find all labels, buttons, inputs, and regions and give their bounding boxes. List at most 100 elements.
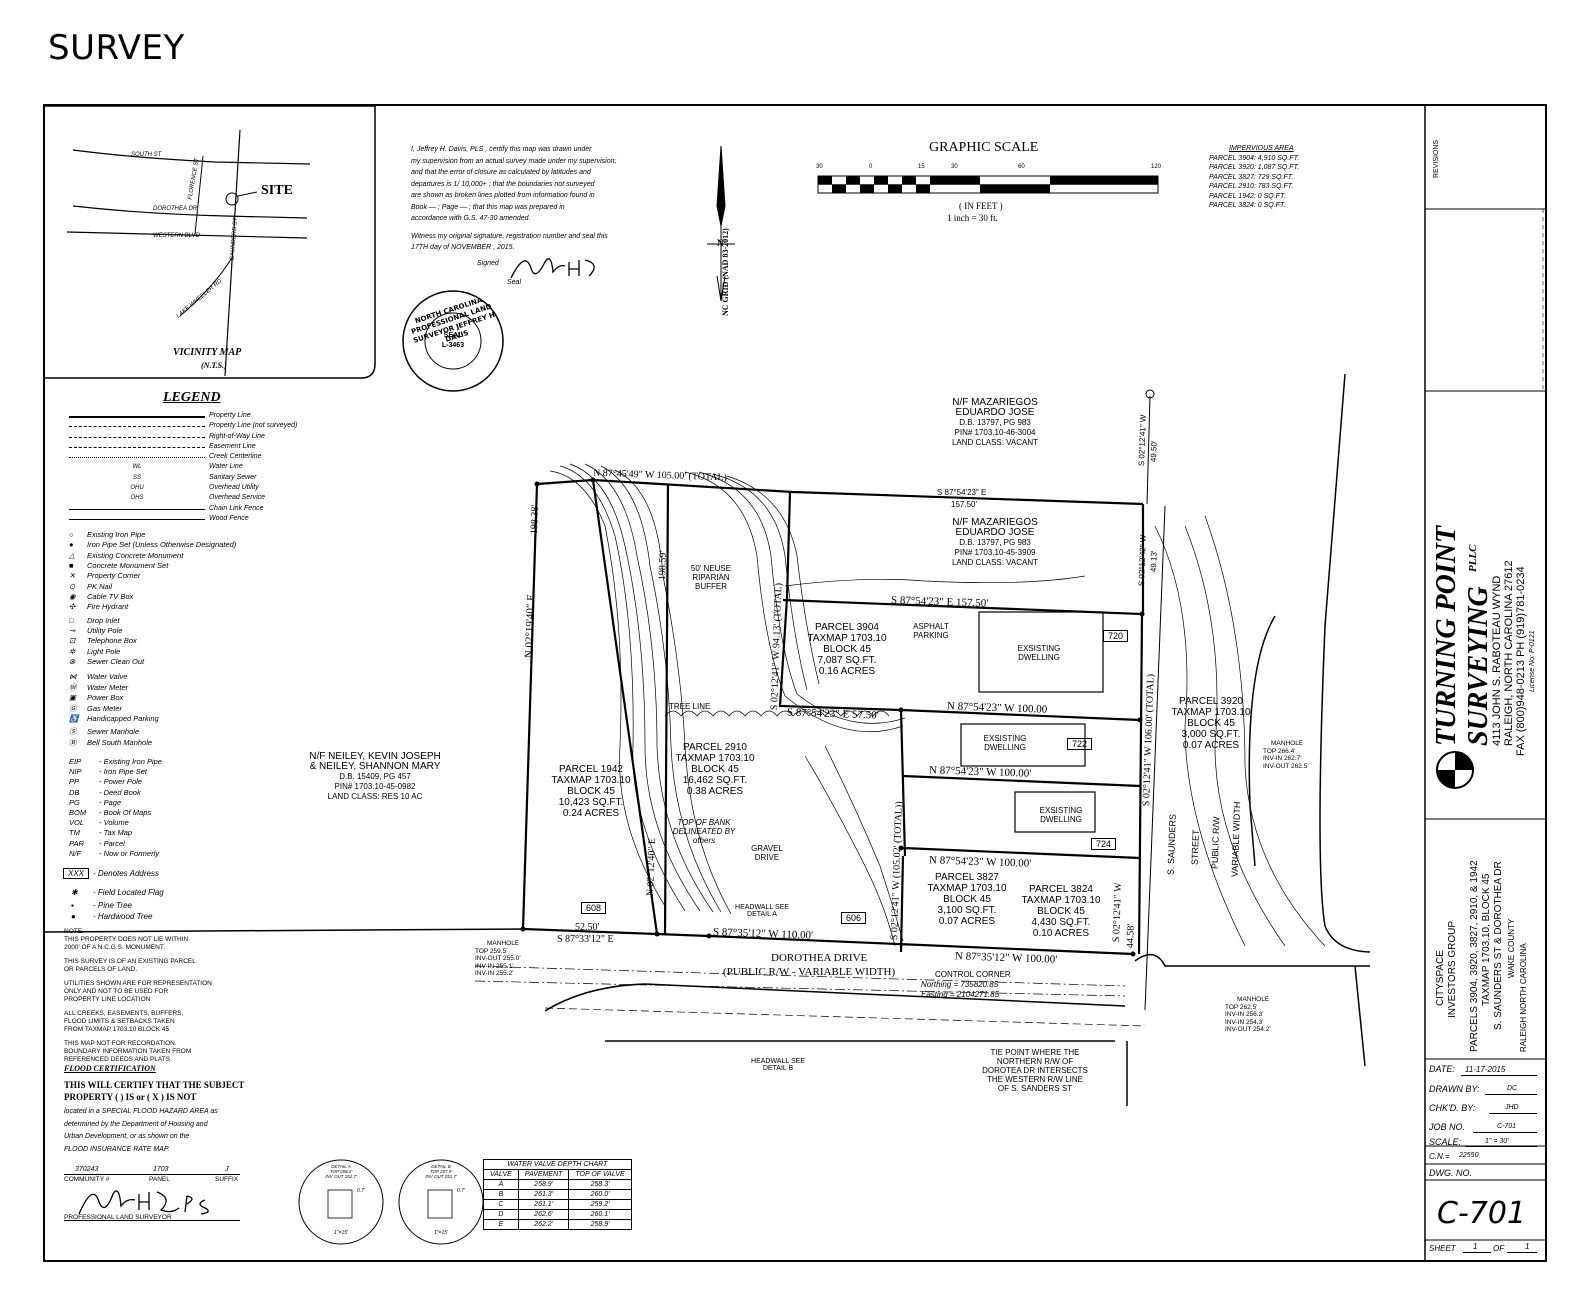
flag-label: - Field Located Flag bbox=[93, 888, 164, 897]
parcel-line: BLOCK 45 bbox=[567, 786, 615, 797]
surveyor-certification: I, Jeffrey H. Davis, PLS , certify this … bbox=[411, 144, 616, 289]
suffix-value: J bbox=[225, 1166, 229, 1173]
legend-symbol: OHU bbox=[130, 485, 144, 492]
scale-tick: 30 bbox=[816, 164, 823, 170]
wv-cell: C bbox=[483, 1199, 519, 1210]
saunders-2: STREET bbox=[1189, 829, 1201, 866]
pine-label: - Pine Tree bbox=[93, 901, 132, 910]
neighbor-line: PIN# 1703.10-46-3004 bbox=[954, 428, 1036, 437]
detail-b-header: DETAIL B TOP 257.9' INV OUT 251.7' bbox=[421, 1164, 461, 1179]
parcel-line: 3,100 SQ.FT. bbox=[937, 905, 997, 916]
abbr: VOL bbox=[69, 818, 85, 828]
note-line: 2000' OF A N.C.G.S. MONUMENT. bbox=[64, 944, 165, 951]
graphic-scale-title: GRAPHIC SCALE bbox=[929, 140, 1039, 155]
manhole-left-note: MANHOLE TOP 259.5' INV-OUT 255.0' INV-IN… bbox=[475, 940, 521, 978]
neighbor-line: D.B. 13797, PG 983 bbox=[959, 418, 1031, 427]
dwelling-722: EXSISTING DWELLING bbox=[983, 734, 1027, 752]
bearing-left-dist: 198.38' bbox=[529, 504, 542, 535]
date-label: DATE: bbox=[1429, 1064, 1455, 1074]
control-corner-label: CONTROL CORNER bbox=[935, 970, 1011, 979]
legend-abbreviations: EIP- Existing Iron Pipe NIP- Iron Pipe S… bbox=[69, 757, 162, 858]
vicinity-street-western: WESTERN BLVD bbox=[153, 233, 201, 239]
neighbor-line: LAND CLASS: RES 10 AC bbox=[327, 792, 423, 801]
legend-glyph: ⊗ bbox=[69, 657, 76, 667]
legend-glyph: ⊸ bbox=[69, 626, 76, 636]
parcel-line: PARCEL 3920 bbox=[1179, 696, 1243, 707]
headwall-a-label: HEADWALL SEE DETAIL A bbox=[735, 904, 789, 918]
parcel-3904: PARCEL 3904 TAXMAP 1703.10 BLOCK 45 7,08… bbox=[797, 622, 897, 677]
legend-label: Creek Centerline bbox=[209, 453, 262, 461]
top-of-bank-label: TOP OF BANK DELINEATED BY others bbox=[672, 818, 736, 845]
impervious-row: PARCEL 3827: 729 SQ.FT. bbox=[1209, 173, 1294, 181]
table-row: B 261.3' 260.0' bbox=[483, 1189, 632, 1200]
parcel-line: 3,000 SQ.FT. bbox=[1181, 729, 1241, 740]
scale-tick: 120 bbox=[1151, 164, 1162, 170]
project-4: WAKE COUNTY bbox=[1507, 918, 1516, 978]
job-rule bbox=[1473, 1132, 1537, 1133]
legend-glyph: ⊡ bbox=[69, 636, 76, 646]
cn-label: C.N.= bbox=[1429, 1152, 1450, 1161]
legend-symbol: WL bbox=[132, 464, 142, 471]
neighbor-line: PIN# 1703.10-45-3909 bbox=[954, 548, 1036, 557]
parcel-1942: PARCEL 1942 TAXMAP 1703.10 BLOCK 45 10,4… bbox=[541, 764, 641, 819]
north-arrow-letter: N bbox=[717, 238, 724, 248]
impervious-row: PARCEL 3904: 4,910 SQ.FT. bbox=[1209, 154, 1300, 162]
job-label: JOB NO. bbox=[1429, 1122, 1466, 1132]
legend-symbols: ○Existing Iron Pipe ●Iron Pipe Set (Unle… bbox=[69, 530, 236, 748]
impervious-row: PARCEL 1942: 0 SQ.FT. bbox=[1209, 192, 1286, 200]
cert-line: accordance with G.S. 47-30 amended. bbox=[411, 215, 531, 222]
surveyor-label: PROFESSIONAL LAND SURVEYOR bbox=[64, 1214, 172, 1221]
note-line: FROM TAXMAP 1703.10 BLOCK 45 bbox=[64, 1026, 170, 1033]
neighbor-west: N/F NEILEY, KEVIN JOSEPH & NEILEY, SHANN… bbox=[295, 752, 455, 802]
parcel-line: BLOCK 45 bbox=[943, 894, 991, 905]
legend-symbol: OHS bbox=[130, 495, 144, 502]
table-row: D 262.6' 260.1' bbox=[483, 1209, 632, 1220]
of-value: 1 bbox=[1525, 1242, 1530, 1251]
legend-label: Overhead Service bbox=[209, 494, 266, 502]
legend-symbol-label: Light Pole bbox=[87, 646, 121, 656]
flood-body-line: determined by the Department of Housing … bbox=[64, 1120, 208, 1128]
cert-line: and that the error of closure as calcula… bbox=[411, 169, 591, 176]
legend-glyph: △ bbox=[69, 550, 75, 560]
parcel-line: BLOCK 45 bbox=[1187, 718, 1235, 729]
abbr: PP bbox=[69, 777, 80, 787]
abbr-label: Book Of Maps bbox=[103, 808, 152, 818]
manhole-line: MANHOLE bbox=[1271, 740, 1304, 747]
legend-symbol-label: Existing Iron Pipe bbox=[87, 530, 146, 539]
manhole-line: INV-IN 254.3' bbox=[1225, 1018, 1264, 1026]
wv-cell: 262.2' bbox=[517, 1219, 570, 1230]
detail-b-title: DETAIL B bbox=[431, 1164, 451, 1169]
legend-label: Overhead Utility bbox=[209, 484, 259, 492]
flood-heading: FLOOD CERTIFICATION bbox=[64, 1064, 156, 1073]
abbr: NIP bbox=[69, 767, 82, 777]
drawn-value: DC bbox=[1507, 1085, 1518, 1092]
bearing-left-vertical: N 02°19'40" E bbox=[523, 593, 538, 659]
parcel-3824: PARCEL 3824 TAXMAP 1703.10 BLOCK 45 4,43… bbox=[1011, 884, 1111, 939]
parcel-line: TAXMAP 1703.10 bbox=[675, 753, 755, 764]
abbr: DB bbox=[69, 787, 80, 797]
wv-cell: E bbox=[483, 1219, 519, 1230]
cert-line: Book — ; Page — ; that this map was prep… bbox=[411, 203, 565, 211]
abbr-label: Parcel bbox=[103, 838, 125, 848]
sheet-rule bbox=[1463, 1252, 1491, 1253]
legend-symbol-label: Utility Pole bbox=[87, 626, 123, 636]
note-line: ALL CREEKS, EASEMENTS, BUFFERS, bbox=[64, 1010, 184, 1017]
legend-glyph: ◉ bbox=[69, 592, 76, 602]
legend-symbol-label: Telephone Box bbox=[87, 636, 137, 646]
parcel-line: BLOCK 45 bbox=[691, 764, 739, 775]
flood-body: located in a SPECIAL FLOOD HAZARD AREA a… bbox=[64, 1106, 218, 1156]
address-box-sample: XXX bbox=[63, 868, 90, 879]
pine-glyph: ▪ bbox=[71, 901, 74, 910]
legend-glyph: ✣ bbox=[69, 602, 76, 612]
parcel-line: 0.07 ACRES bbox=[938, 916, 996, 927]
legend-glyph: ○ bbox=[69, 530, 74, 539]
wv-header: VALVE bbox=[483, 1169, 519, 1180]
parcel-line: TAXMAP 1703.10 bbox=[1021, 895, 1101, 906]
survey-linework bbox=[45, 106, 1545, 1260]
legend-label: Wood Fence bbox=[209, 514, 249, 522]
legend-label: Sanitary Sewer bbox=[209, 473, 257, 481]
tie-line: NORTHERN R/W OF bbox=[996, 1057, 1074, 1066]
parcel-line: 4,430 SQ.FT. bbox=[1031, 917, 1091, 928]
flood-cert-1: THIS WILL CERTIFY THAT THE SUBJECT bbox=[64, 1080, 245, 1090]
notes-heading: NOTE: bbox=[64, 928, 84, 935]
